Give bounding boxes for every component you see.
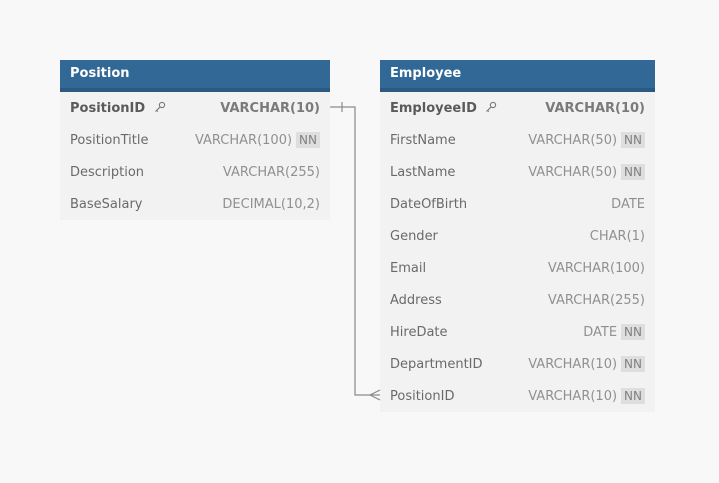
table-employee-columns: EmployeeID VARCHAR(10) FirstName VARCHAR…	[380, 92, 655, 412]
column-row[interactable]: LastName VARCHAR(50) NN	[380, 156, 655, 188]
column-type: VARCHAR(10)	[528, 356, 618, 372]
column-row[interactable]: PositionID VARCHAR(10)	[60, 92, 330, 124]
column-name: Description	[70, 164, 145, 180]
not-null-badge: NN	[296, 132, 320, 148]
column-row[interactable]: Gender CHAR(1)	[380, 220, 655, 252]
column-name: EmployeeID	[390, 100, 477, 116]
table-position-columns: PositionID VARCHAR(10) PositionTitle VAR…	[60, 92, 330, 220]
column-row[interactable]: EmployeeID VARCHAR(10)	[380, 92, 655, 124]
column-name: PositionID	[70, 100, 146, 116]
column-name: DateOfBirth	[390, 196, 468, 212]
column-row[interactable]: PositionTitle VARCHAR(100) NN	[60, 124, 330, 156]
column-row[interactable]: Description VARCHAR(255)	[60, 156, 330, 188]
column-name: Email	[390, 260, 427, 276]
not-null-badge: NN	[621, 132, 645, 148]
column-row[interactable]: DateOfBirth DATE	[380, 188, 655, 220]
column-type: VARCHAR(100)	[194, 132, 293, 148]
not-null-badge: NN	[621, 164, 645, 180]
column-name: LastName	[390, 164, 456, 180]
column-type: VARCHAR(50)	[528, 164, 618, 180]
column-type: DATE	[583, 324, 618, 340]
column-type: DECIMAL(10,2)	[222, 196, 320, 212]
column-name: Gender	[390, 228, 438, 244]
column-type: VARCHAR(255)	[547, 292, 645, 308]
key-icon	[154, 101, 165, 112]
column-type: VARCHAR(10)	[528, 388, 618, 404]
column-row[interactable]: DepartmentID VARCHAR(10) NN	[380, 348, 655, 380]
column-name: PositionID	[390, 388, 455, 404]
column-name: HireDate	[390, 324, 448, 340]
column-type: CHAR(1)	[589, 228, 645, 244]
key-icon	[486, 101, 497, 112]
not-null-badge: NN	[621, 356, 645, 372]
many-cardinality-marker	[369, 389, 381, 401]
column-type: VARCHAR(10)	[220, 100, 320, 116]
column-row[interactable]: Address VARCHAR(255)	[380, 284, 655, 316]
column-name: FirstName	[390, 132, 456, 148]
column-type: VARCHAR(10)	[545, 100, 645, 116]
column-name: DepartmentID	[390, 356, 483, 372]
not-null-badge: NN	[621, 324, 645, 340]
column-type: VARCHAR(100)	[547, 260, 645, 276]
column-type: VARCHAR(255)	[222, 164, 320, 180]
column-type: VARCHAR(50)	[528, 132, 618, 148]
column-row[interactable]: FirstName VARCHAR(50) NN	[380, 124, 655, 156]
not-null-badge: NN	[621, 388, 645, 404]
connector-line	[330, 106, 380, 396]
table-employee[interactable]: Employee EmployeeID VARCHAR(10) FirstNam…	[380, 60, 655, 412]
table-position-header[interactable]: Position	[60, 60, 330, 92]
column-name: PositionTitle	[70, 132, 149, 148]
column-row[interactable]: PositionID VARCHAR(10) NN	[380, 380, 655, 412]
column-type: DATE	[611, 196, 645, 212]
column-row[interactable]: Email VARCHAR(100)	[380, 252, 655, 284]
column-name: BaseSalary	[70, 196, 143, 212]
table-employee-header[interactable]: Employee	[380, 60, 655, 92]
table-position[interactable]: Position PositionID VARCHAR(10) Position…	[60, 60, 330, 220]
column-name: Address	[390, 292, 442, 308]
column-row[interactable]: BaseSalary DECIMAL(10,2)	[60, 188, 330, 220]
column-row[interactable]: HireDate DATE NN	[380, 316, 655, 348]
